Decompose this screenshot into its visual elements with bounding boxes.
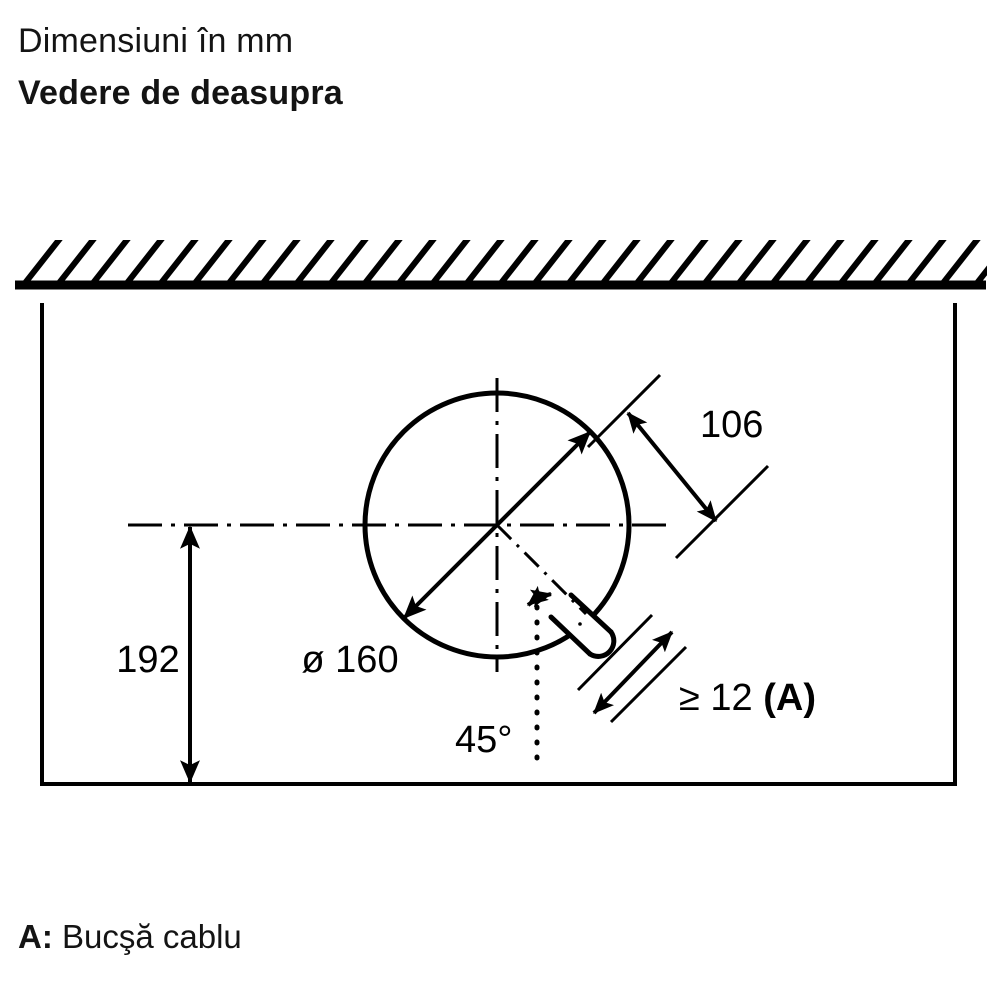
dimension-106 (586, 373, 770, 560)
dimension-line-12 (592, 630, 674, 715)
clearance-value: ≥ 12 (679, 677, 753, 719)
page-title-units: Dimensiuni în mm (18, 22, 294, 60)
legend-description: Bucşă cablu (62, 918, 242, 955)
angle-arc-45 (526, 585, 553, 608)
dimension-clearance-12 (576, 613, 688, 724)
dimension-label-192: 192 (116, 639, 179, 681)
bushing-axis-line (495, 523, 588, 616)
extension-line-106-lower (674, 464, 770, 560)
dimension-label-45: 45° (455, 719, 512, 761)
page-title-view: Vedere de deasupra (18, 74, 343, 112)
dimension-label-106: 106 (700, 404, 763, 446)
legend-cable-bushing: A: Bucşă cablu (18, 918, 242, 956)
extension-line-106-upper (586, 373, 662, 449)
appliance-outline (40, 303, 957, 786)
clearance-reference: (A) (763, 677, 816, 719)
duct-circle (362, 390, 632, 660)
dimension-line-106 (626, 411, 718, 523)
dimension-label-12: ≥ 12 (A) (679, 677, 816, 719)
legend-key: A: (18, 918, 53, 955)
dimension-label-160: ø 160 (301, 639, 398, 681)
cable-bushing-tab (548, 592, 617, 659)
